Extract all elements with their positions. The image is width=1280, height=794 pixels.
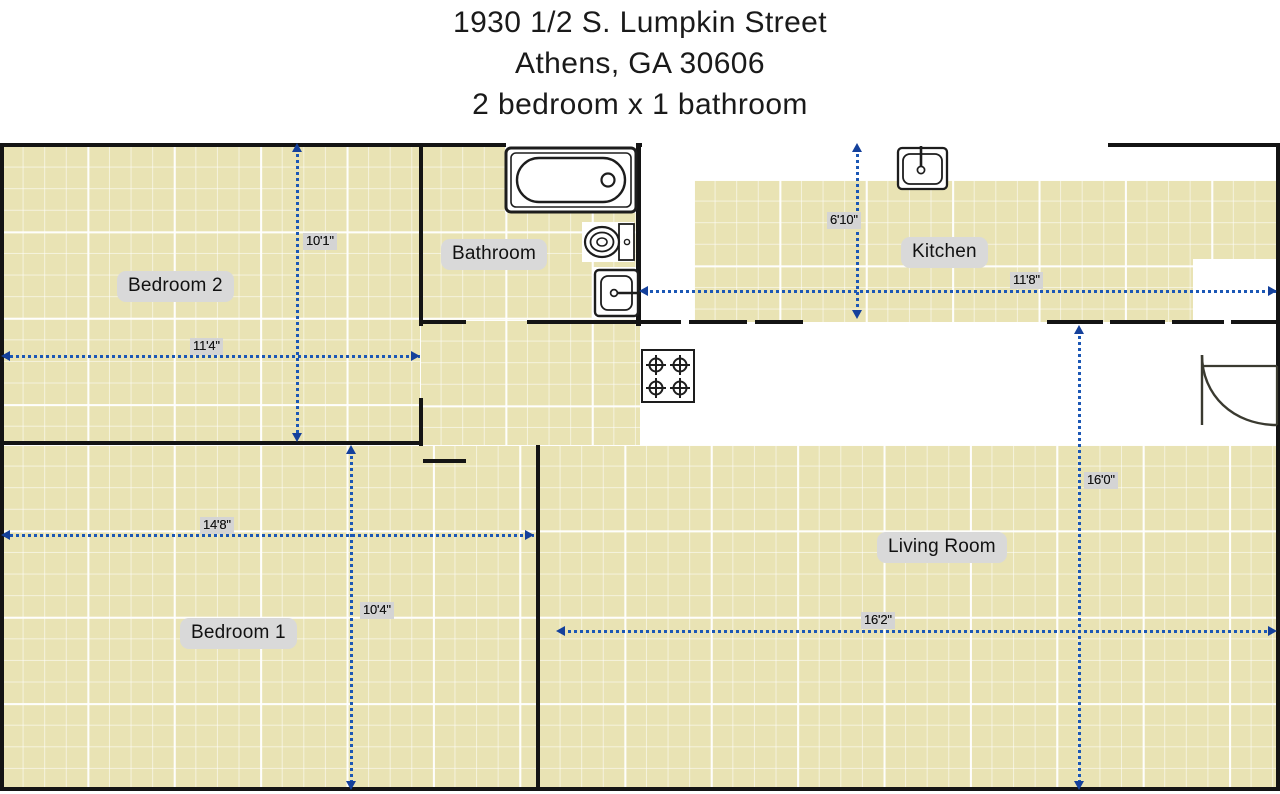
interior-wall-kitchen-bottom-a bbox=[527, 320, 681, 324]
title-block: 1930 1/2 S. Lumpkin Street Athens, GA 30… bbox=[0, 0, 1280, 140]
dimension-arrow-bedroom2-height-start bbox=[292, 143, 302, 152]
dimension-line-bedroom2-width bbox=[4, 355, 420, 358]
dimension-arrow-kitchen-width-end bbox=[1268, 286, 1277, 296]
dimension-arrow-bedroom2-width-start bbox=[1, 351, 10, 361]
interior-wall-kitchen-bottom-e bbox=[1110, 320, 1165, 324]
exterior-wall-bottom bbox=[0, 787, 1280, 791]
bathroom-sink-icon bbox=[593, 268, 640, 318]
dimension-line-kitchen-height bbox=[856, 148, 859, 315]
dimension-arrow-bedroom1-width-start bbox=[1, 530, 10, 540]
dimension-line-livingroom-width bbox=[562, 630, 1276, 633]
exterior-wall-left-lower bbox=[0, 443, 4, 791]
interior-wall-kitchen-bottom-g bbox=[1231, 320, 1280, 324]
kitchen-sink-icon bbox=[896, 146, 949, 191]
dimension-arrow-kitchen-width-start bbox=[639, 286, 648, 296]
exterior-wall-top-right bbox=[1108, 143, 1280, 147]
room-label-living-room: Living Room bbox=[877, 532, 1007, 563]
dimension-arrow-bedroom2-height-end bbox=[292, 433, 302, 442]
dimension-arrow-bedroom2-width-end bbox=[411, 351, 420, 361]
interior-wall-bathroom-bottom-left bbox=[423, 320, 466, 324]
dimension-line-bedroom1-width bbox=[4, 534, 534, 537]
interior-wall-bedroom2-hall-upper bbox=[419, 143, 423, 326]
dimension-line-bedroom2-height bbox=[296, 148, 299, 438]
dimension-label-kitchen-width: 11'8" bbox=[1010, 272, 1043, 289]
living-room-floor bbox=[539, 445, 1280, 790]
dimension-arrow-kitchen-height-end bbox=[852, 310, 862, 319]
stove-cooktop-icon bbox=[641, 349, 695, 403]
dimension-arrow-livingroom-height-start bbox=[1074, 325, 1084, 334]
dimension-label-kitchen-height: 6'10" bbox=[827, 212, 861, 229]
exterior-wall-left-upper bbox=[0, 143, 4, 445]
room-label-bedroom-1: Bedroom 1 bbox=[180, 618, 297, 649]
dimension-arrow-kitchen-height-start bbox=[852, 143, 862, 152]
interior-wall-bedroom2-bedroom1 bbox=[2, 441, 421, 445]
hallway-floor bbox=[420, 320, 640, 445]
address-line-city: Athens, GA 30606 bbox=[515, 47, 765, 80]
room-label-bedroom-2: Bedroom 2 bbox=[117, 271, 234, 302]
toilet-icon bbox=[583, 222, 635, 262]
dimension-line-livingroom-height bbox=[1078, 330, 1081, 785]
room-label-bathroom: Bathroom bbox=[441, 239, 547, 270]
interior-wall-kitchen-bottom-d bbox=[1047, 320, 1103, 324]
dimension-label-bedroom1-height: 10'4" bbox=[360, 602, 394, 619]
interior-wall-bedroom1-livingroom bbox=[536, 445, 540, 791]
kitchen-counter-left bbox=[641, 146, 694, 322]
dimension-line-bedroom1-height bbox=[350, 450, 353, 785]
dimension-label-bedroom1-width: 14'8" bbox=[200, 517, 234, 534]
bedroom-1-floor bbox=[2, 445, 537, 790]
room-label-kitchen: Kitchen bbox=[901, 237, 988, 268]
address-line-street: 1930 1/2 S. Lumpkin Street bbox=[453, 6, 827, 39]
interior-wall-bathroom-kitchen bbox=[636, 143, 641, 326]
dimension-arrow-bedroom1-height-end bbox=[346, 781, 356, 790]
dimension-label-bedroom2-height: 10'1" bbox=[303, 233, 337, 250]
door-stub-bedroom2 bbox=[423, 459, 466, 463]
dimension-arrow-livingroom-height-end bbox=[1074, 781, 1084, 790]
door-swing-icon bbox=[1199, 353, 1280, 429]
interior-wall-kitchen-bottom-c bbox=[755, 320, 803, 324]
dimension-arrow-bedroom1-width-end bbox=[525, 530, 534, 540]
dimension-label-livingroom-height: 16'0" bbox=[1084, 472, 1118, 489]
floor-plan-canvas: Bedroom 2 Bathroom Kitchen Bedroom 1 Liv… bbox=[0, 140, 1280, 794]
dimension-arrow-bedroom1-height-start bbox=[346, 445, 356, 454]
interior-wall-kitchen-bottom-b bbox=[689, 320, 747, 324]
dimension-label-livingroom-width: 16'2" bbox=[861, 612, 895, 629]
dimension-line-kitchen-width bbox=[644, 290, 1276, 293]
dimension-label-bedroom2-width: 11'4" bbox=[190, 338, 223, 355]
dimension-arrow-livingroom-width-end bbox=[1268, 626, 1277, 636]
exterior-wall-right bbox=[1276, 143, 1280, 791]
interior-wall-kitchen-bottom-f bbox=[1172, 320, 1224, 324]
exterior-wall-top-left bbox=[0, 143, 506, 147]
interior-wall-bedroom2-hall-lower bbox=[419, 398, 423, 446]
dimension-arrow-livingroom-width-start bbox=[556, 626, 565, 636]
unit-description: 2 bedroom x 1 bathroom bbox=[472, 88, 808, 121]
bathtub-icon bbox=[504, 146, 638, 214]
